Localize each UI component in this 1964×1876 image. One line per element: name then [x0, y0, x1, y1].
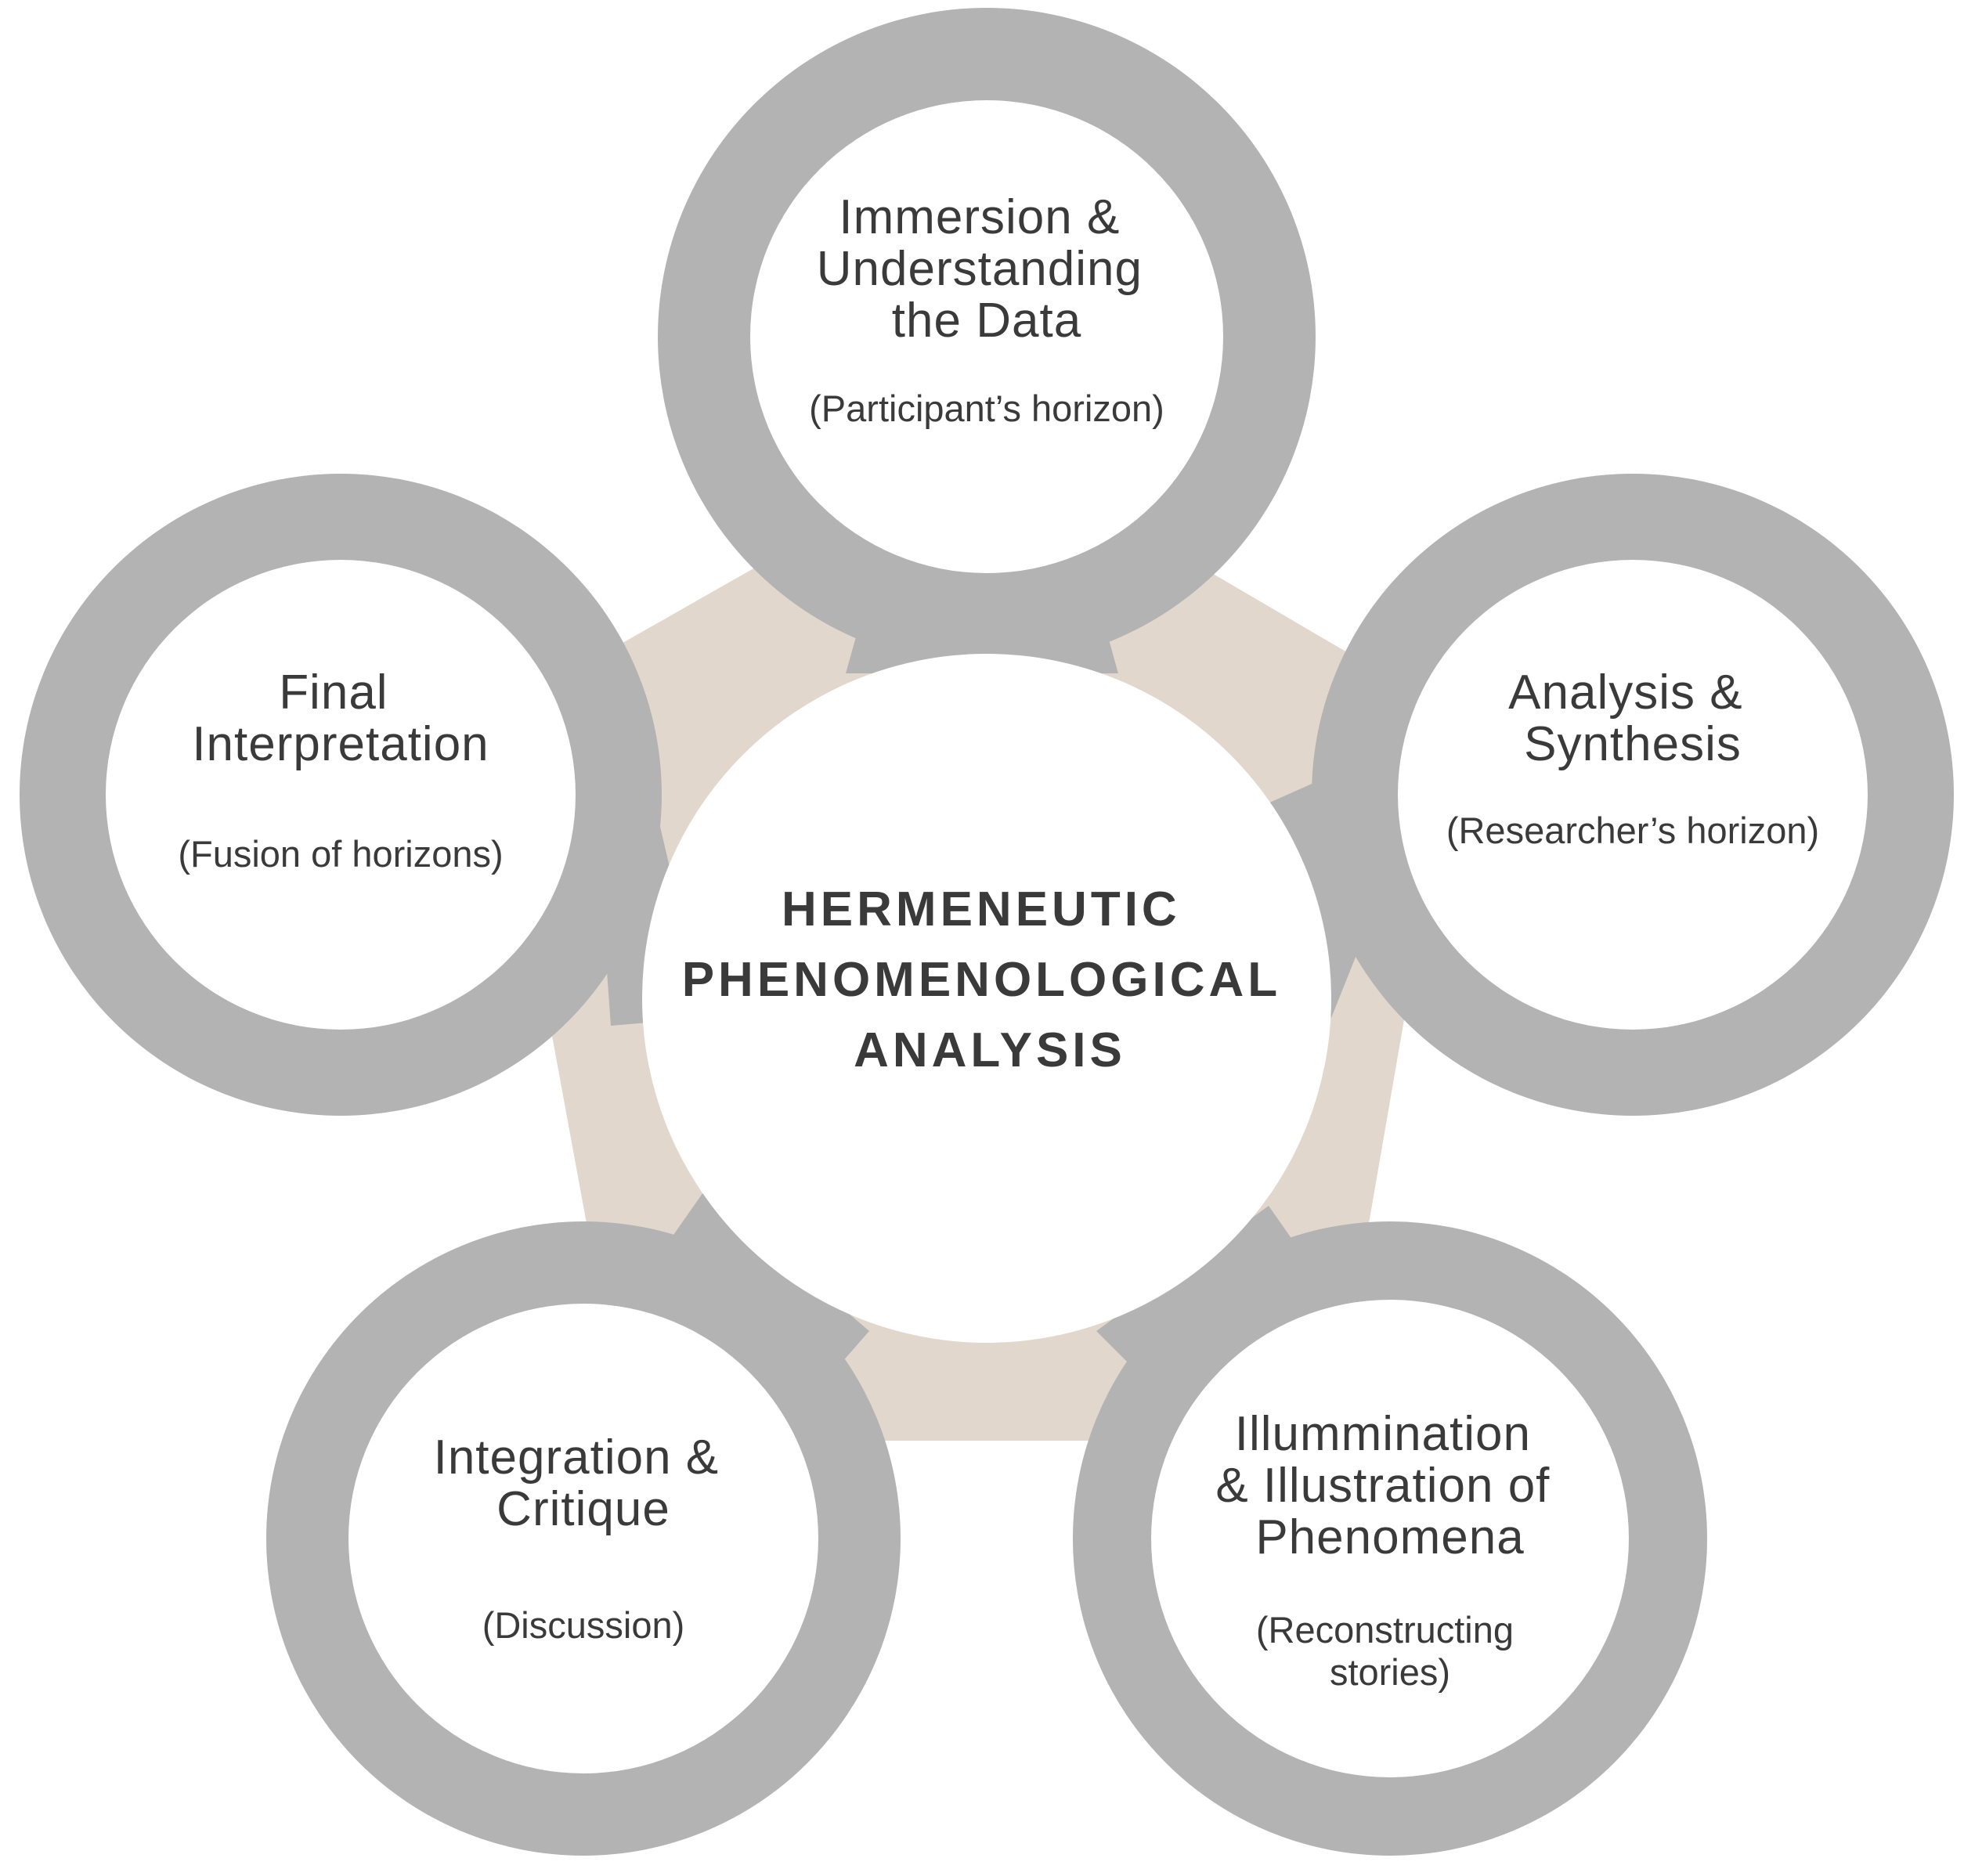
- title-line: Analysis &: [1508, 666, 1742, 720]
- title-line: Interpretation: [192, 717, 489, 771]
- inner-circle-illumination: [1151, 1300, 1629, 1777]
- node-title-illumination: Illummination & Illustration of Phenomen…: [1215, 1407, 1564, 1564]
- node-subtitle-illumination: (Reconstructing stories): [1256, 1609, 1524, 1693]
- subtitle-line: (Reconstructing: [1256, 1609, 1514, 1651]
- title-line: Synthesis: [1524, 717, 1742, 771]
- center-circle: [642, 654, 1331, 1343]
- node-analysis: Analysis & Synthesis (Researcher’s horiz…: [1312, 474, 1954, 1116]
- title-line: the Data: [892, 294, 1081, 348]
- title-line: & Illustration of: [1215, 1459, 1550, 1513]
- node-subtitle-final: (Fusion of horizons): [178, 833, 503, 875]
- node-illumination: Illummination & Illustration of Phenomen…: [1073, 1221, 1707, 1856]
- node-final: Final Interpretation (Fusion of horizons…: [20, 474, 662, 1116]
- node-title-immersion: Immersion & Understanding the Data: [817, 190, 1157, 348]
- inner-circle-analysis: [1398, 560, 1868, 1030]
- title-line: Understanding: [817, 242, 1143, 296]
- node-subtitle-analysis: (Researcher’s horizon): [1446, 810, 1819, 851]
- title-line: Illummination: [1235, 1407, 1531, 1461]
- title-line: Immersion &: [839, 190, 1120, 244]
- subtitle-line: (Researcher’s horizon): [1446, 810, 1819, 851]
- node-integration: Integration & Critique (Discussion): [266, 1221, 901, 1856]
- center-title: HERMENEUTIC PHENOMENOLOGICAL ANALYSIS: [682, 882, 1298, 1077]
- node-subtitle-integration: (Discussion): [482, 1604, 685, 1646]
- center-title-line: HERMENEUTIC: [782, 882, 1181, 936]
- center-title-line: PHENOMENOLOGICAL: [682, 953, 1280, 1007]
- title-line: Integration &: [434, 1430, 720, 1485]
- title-line: Phenomena: [1255, 1510, 1524, 1564]
- inner-circle-immersion: [750, 100, 1223, 573]
- subtitle-line: (Discussion): [482, 1604, 685, 1646]
- center-title-line: ANALYSIS: [854, 1023, 1126, 1077]
- inner-circle-integration: [348, 1304, 818, 1773]
- node-immersion: Immersion & Understanding the Data (Part…: [658, 8, 1316, 666]
- node-title-final: Final Interpretation: [192, 666, 489, 771]
- title-line: Final: [279, 666, 388, 720]
- center-node: HERMENEUTIC PHENOMENOLOGICAL ANALYSIS: [642, 654, 1331, 1343]
- subtitle-line: stories): [1330, 1651, 1450, 1693]
- title-line: Critique: [496, 1482, 670, 1536]
- node-subtitle-immersion: (Participant’s horizon): [809, 388, 1164, 429]
- node-title-analysis: Analysis & Synthesis: [1508, 666, 1757, 771]
- subtitle-line: (Participant’s horizon): [809, 388, 1164, 429]
- node-title-integration: Integration & Critique: [434, 1430, 734, 1536]
- subtitle-line: (Fusion of horizons): [178, 833, 503, 875]
- inner-circle-final: [106, 560, 576, 1030]
